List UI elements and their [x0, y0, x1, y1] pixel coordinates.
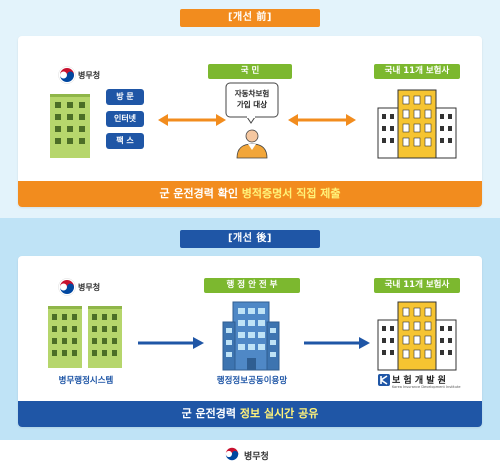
- mois-label: 행 정 안 전 부: [204, 278, 300, 293]
- system-caption: 병무행정시스템: [58, 376, 114, 386]
- mois-caption: 행정정보공동이용망: [216, 376, 288, 386]
- insurer-building-icon: [377, 301, 457, 371]
- before-footer-text: 군 운전경력 확인: [159, 187, 242, 200]
- before-footer: 군 운전경력 확인 병적증명서 직접 제출: [18, 181, 482, 207]
- military-system-building-icon: [48, 306, 122, 368]
- after-badge: [개선 後]: [180, 230, 320, 248]
- government-building-icon: [50, 94, 90, 158]
- before-card: 병무청 방 문 인터넷 팩 스 국 민: [18, 36, 482, 207]
- kidi-subtitle: Korea Insurance Development Institute: [392, 385, 461, 389]
- before-footer-highlight: 병적증명서 직접 제출: [241, 187, 341, 200]
- speech-line-2: 가입 대상: [236, 100, 268, 109]
- contact-visit: 방 문: [106, 89, 144, 105]
- contact-fax: 팩 스: [106, 133, 144, 149]
- insurers-label: 국내 11개 보험사: [374, 64, 460, 79]
- double-arrow-left-icon: [158, 114, 226, 126]
- after-card: 병무청 병무행정시스템 행 정 안 전 부: [18, 256, 482, 427]
- arrow-right-icon: [304, 337, 370, 349]
- ministry-name: 병무청: [78, 71, 101, 80]
- speech-line-1: 자동차보험: [234, 89, 270, 98]
- after-footer: 군 운전경력 정보 실시간 공유: [18, 401, 482, 427]
- citizen-label: 국 민: [208, 64, 292, 79]
- contact-internet: 인터넷: [106, 111, 144, 127]
- speech-text: 자동차보험 가입 대상: [225, 88, 279, 110]
- double-arrow-right-icon: [288, 114, 356, 126]
- before-section: [개선 前] 병무청 방 문 인터넷 팩 스: [0, 0, 500, 218]
- kidi-logo-icon: [378, 374, 390, 386]
- after-footer-highlight: 정보 실시간 공유: [239, 407, 319, 420]
- speech-bubble-icon: [225, 82, 279, 124]
- insurers-label: 국내 11개 보험사: [374, 278, 460, 293]
- footer-logo-icon: [225, 447, 239, 461]
- ministry-logo-icon: [58, 66, 76, 84]
- citizen-person-icon: [236, 129, 268, 159]
- insurer-building-icon: [377, 89, 457, 159]
- ministry-logo-icon: [58, 278, 76, 296]
- kidi-name: 보 험 개 발 원: [392, 376, 446, 386]
- after-section: [개선 後] 병무청 병무행정시스템: [0, 218, 500, 440]
- footer-ministry-name: 병무청: [244, 452, 269, 462]
- mois-building-icon: [222, 301, 280, 371]
- ministry-name: 병무청: [78, 283, 101, 292]
- before-badge: [개선 前]: [180, 9, 320, 27]
- arrow-right-icon: [138, 337, 204, 349]
- after-footer-text: 군 운전경력: [181, 407, 240, 420]
